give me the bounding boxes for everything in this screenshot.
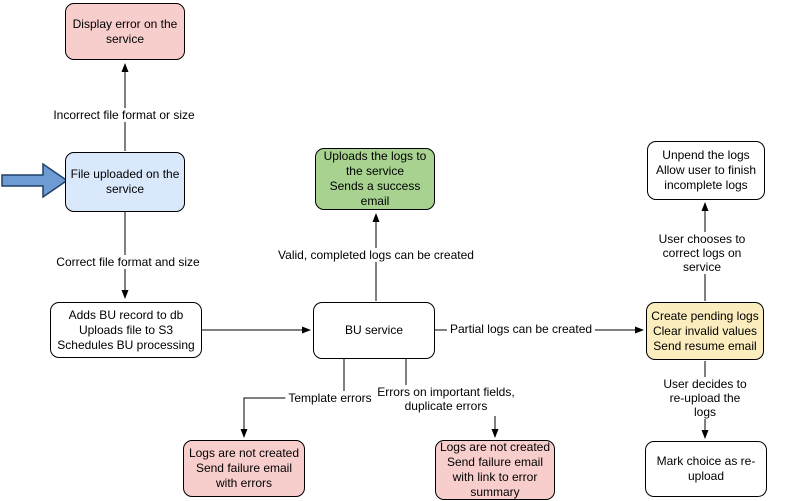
- edge-label-incorrect-file: Incorrect file format or size: [50, 108, 198, 122]
- node-file-uploaded: File uploaded on the service: [65, 152, 185, 212]
- node-logs-not-created-summary-text: Logs are not created Send failure email …: [439, 440, 551, 499]
- node-display-error-text: Display error on the service: [72, 16, 178, 46]
- edge-label-partial-logs: Partial logs can be created: [446, 322, 596, 336]
- edge-label-valid-logs: Valid, completed logs can be created: [275, 248, 477, 262]
- edge-label-user-corrects: User chooses to correct logs on service: [652, 232, 752, 274]
- node-logs-not-created-errors-text: Logs are not created Send failure email …: [188, 446, 300, 490]
- node-adds-bu-record-text: Adds BU record to db Uploads file to S3 …: [57, 307, 195, 352]
- node-file-uploaded-text: File uploaded on the service: [70, 167, 180, 196]
- node-adds-bu-record: Adds BU record to db Uploads file to S3 …: [50, 302, 202, 358]
- edge-label-user-reuploads: User decides to re-upload the logs: [657, 377, 753, 419]
- edge-label-correct-file: Correct file format and size: [53, 255, 203, 269]
- edge-label-template-errors: Template errors: [285, 391, 375, 405]
- node-unpend-logs-text: Unpend the logs Allow user to finish inc…: [655, 148, 757, 192]
- node-uploads-logs-text: Uploads the logs to the service Sends a …: [323, 149, 427, 208]
- node-logs-not-created-errors: Logs are not created Send failure email …: [183, 440, 305, 497]
- node-logs-not-created-summary: Logs are not created Send failure email …: [435, 440, 555, 500]
- node-create-pending: Create pending logs Clear invalid values…: [646, 302, 764, 360]
- node-bu-service: BU service: [313, 302, 435, 359]
- node-mark-choice: Mark choice as re- upload: [645, 441, 767, 497]
- node-bu-service-text: BU service: [344, 323, 403, 337]
- node-uploads-logs: Uploads the logs to the service Sends a …: [315, 148, 435, 210]
- node-display-error: Display error on the service: [65, 3, 185, 60]
- node-create-pending-text: Create pending logs Clear invalid values…: [651, 308, 759, 353]
- node-unpend-logs: Unpend the logs Allow user to finish inc…: [647, 141, 765, 200]
- input-arrow-icon: [1, 162, 69, 199]
- edge-label-important-fields: Errors on important fields, duplicate er…: [374, 385, 518, 413]
- node-mark-choice-text: Mark choice as re- upload: [656, 454, 756, 483]
